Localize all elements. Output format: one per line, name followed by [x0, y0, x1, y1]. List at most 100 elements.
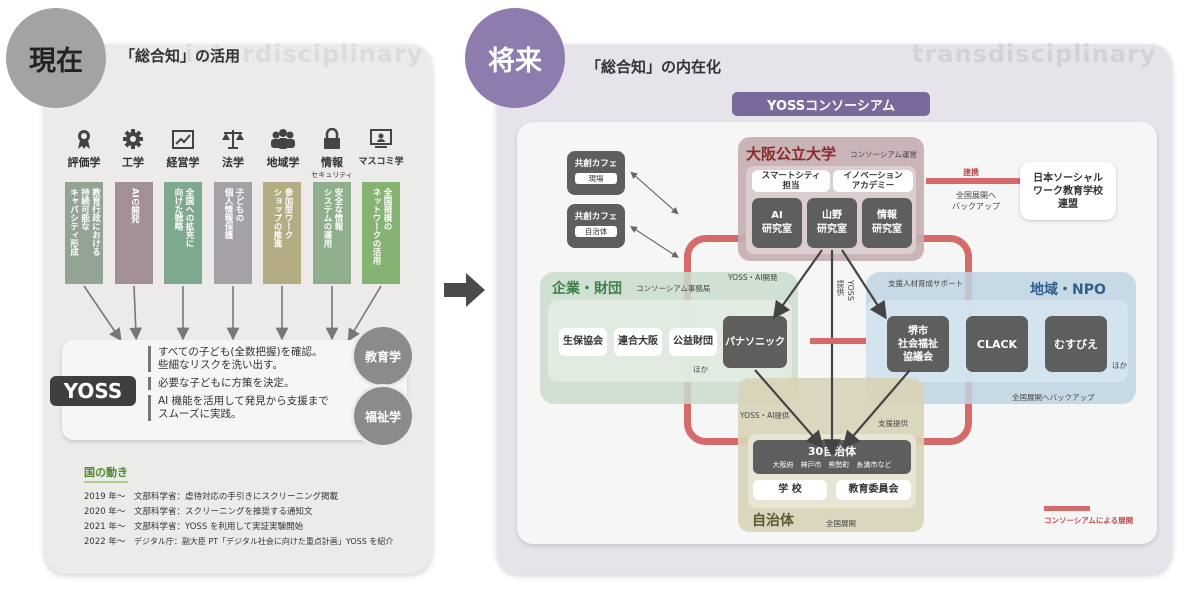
field-engineering: 工学	[108, 128, 158, 170]
transdisciplinary-watermark: transdisciplinary	[912, 40, 1157, 68]
current-title: 「総合知」の活用	[120, 47, 241, 65]
cafe-title: 共創カフェ	[574, 212, 618, 222]
smart-city-tab: スマートシティ 担当	[752, 170, 830, 192]
cafe-tag: 自治体	[575, 226, 617, 237]
column-network: 全国規模の ネットワークの活用	[362, 182, 400, 284]
history-text: 文部科学省：YOSS を利用して実証実験開始	[134, 522, 304, 532]
field-label: マスコミ学	[358, 157, 404, 167]
corp-item-foundation: 公益財団	[669, 328, 717, 356]
municipalities-list: 大阪府 神戸市 熊勢町 糸満市など	[772, 461, 892, 469]
label-yoss-ai-provide: YOSS・AI提供	[740, 411, 790, 420]
municipalities-box: 30自治体 大阪府 神戸市 熊勢町 糸満市など	[753, 440, 911, 474]
history-year: 2021 年〜	[84, 522, 126, 532]
future-badge: 将来	[465, 8, 565, 108]
flow-arrows	[630, 171, 911, 457]
transition-arrow-icon	[444, 273, 485, 307]
interdisciplinary-watermark: interdisciplinary	[185, 40, 424, 68]
field-sublabel: セキュリティ	[311, 171, 353, 179]
corp-item-life-insurance: 生保協会	[559, 328, 607, 356]
region-item-musubie: むすびえ	[1045, 316, 1107, 372]
partner-box: 日本ソーシャル ワーク教育学校 連盟	[1020, 162, 1116, 220]
welfare-circle: 福祉学	[354, 387, 412, 445]
cafe-tag: 現場	[575, 173, 617, 184]
monitor-icon	[370, 129, 392, 148]
field-label: 工学	[122, 156, 144, 169]
history-item: 2019 年〜文部科学省：虐待対応の手引きにスクリーニング掲載	[84, 490, 338, 502]
field-regional: 地域学	[258, 128, 308, 170]
panasonic-box: パナソニック	[723, 316, 787, 368]
column-text: 全国規模の ネットワークの活用	[371, 188, 392, 265]
local-gov-national: 全国展開	[826, 519, 856, 528]
field-label: 地域学	[266, 156, 300, 169]
scales-icon	[222, 130, 244, 149]
link-label: 連携	[963, 168, 979, 177]
chart-icon	[172, 130, 194, 149]
national-trend-title: 国の動き	[84, 464, 128, 483]
corp-etc: ほか	[693, 365, 708, 374]
region-item-clack: CLACK	[966, 316, 1028, 372]
field-law: 法学	[208, 128, 258, 170]
corp-title: 企業・財団	[552, 281, 622, 297]
history-item: 2022 年〜デジタル庁：副大臣 PT「デジタル社会に向けた重点計画」YOSS …	[84, 535, 393, 547]
lab-ai: AI 研究室	[752, 198, 802, 248]
current-badge: 現在	[6, 8, 106, 108]
column-strategy: 全国への拡充に 向けた戦略	[164, 182, 202, 284]
bullet-item: すべての子ども(全数把握)を確認。 些細なリスクを洗い出す。	[148, 346, 363, 372]
cafe-box-field: 共創カフェ 現場	[567, 151, 625, 195]
field-label: 法学	[222, 156, 244, 169]
region-etc: ほか	[1112, 361, 1127, 370]
history-year: 2020 年〜	[84, 507, 126, 517]
corp-subtitle: コンソーシアム事務局	[636, 284, 711, 293]
award-icon	[78, 130, 90, 149]
partner-link-line	[926, 178, 1020, 184]
field-management: 経営学	[158, 128, 208, 170]
column-text: 安全な情報 システムの運用	[322, 188, 343, 248]
label-support-provide: 支援提供	[878, 419, 908, 428]
label-yoss-provide: YOSS 提供	[836, 280, 855, 301]
legend-label: コンソーシアムによる展開	[1044, 516, 1134, 525]
field-label: 情報	[321, 156, 343, 169]
column-workshop: 参加型ワーク ショップの推進	[263, 182, 301, 284]
history-year: 2019 年〜	[84, 492, 126, 502]
field-information: 情報 セキュリティ	[307, 127, 357, 180]
history-text: デジタル庁：副大臣 PT「デジタル社会に向けた重点計画」YOSS を紹介	[134, 537, 394, 546]
local-gov-title: 自治体	[752, 513, 794, 529]
history-year: 2022 年〜	[84, 537, 126, 547]
column-text: 子どもの 個人情報保護	[223, 188, 244, 239]
people-icon	[271, 129, 295, 149]
region-item-sakai-council: 堺市 社会福祉 協議会	[887, 316, 949, 372]
column-text: AIの開発	[129, 188, 140, 224]
column-arrows	[83, 285, 382, 342]
future-title: 「総合知」の内在化	[586, 58, 722, 76]
education-board-box: 教育委員会	[836, 480, 911, 500]
yoss-bullets: すべての子ども(全数把握)を確認。 些細なリスクを洗い出す。 必要な子どもに方策…	[148, 346, 363, 421]
education-circle: 教育学	[354, 327, 412, 385]
history-text: 文部科学省：スクリーニングを推奨する通知文	[134, 507, 313, 517]
lab-information: 情報 研究室	[862, 198, 912, 248]
history-item: 2021 年〜文部科学省：YOSS を利用して実証実験開始	[84, 520, 303, 532]
column-text: 全国への拡充に 向けた戦略	[173, 188, 194, 248]
region-backup-label: 全国展開へバックアップ	[1012, 393, 1095, 402]
lab-yamano: 山野 研究室	[807, 198, 857, 248]
field-media: マスコミ学	[356, 128, 406, 167]
column-privacy: 子どもの 個人情報保護	[214, 182, 252, 284]
label-yoss-ai-dev: YOSS・AI開発	[728, 273, 778, 282]
column-text: 教育行政における 持続可能な キャパシティ形成	[68, 188, 101, 256]
bullet-item: 必要な子どもに方策を決定。	[148, 377, 363, 390]
university-subtitle: コンソーシアム運営	[850, 150, 917, 159]
column-ai-dev: AIの開発	[115, 182, 153, 284]
column-text: 参加型ワーク ショップの推進	[272, 188, 293, 248]
region-title: 地域・NPO	[1030, 282, 1106, 298]
column-security: 安全な情報 システムの運用	[313, 182, 351, 284]
school-box: 学 校	[753, 480, 827, 500]
consortium-label: YOSSコンソーシアム	[732, 92, 930, 116]
field-label: 経営学	[166, 156, 200, 169]
field-label: 評価学	[67, 156, 101, 169]
cafe-title: 共創カフェ	[574, 159, 618, 169]
cafe-box-municipality: 共創カフェ 自治体	[567, 204, 625, 248]
bullet-item: AI 機能を活用して発見から支援まで スムーズに実践。	[148, 395, 363, 421]
history-item: 2020 年〜文部科学省：スクリーニングを推奨する通知文	[84, 505, 313, 517]
innovation-academy-tab: イノベーション アカデミー	[833, 170, 913, 192]
corp-item-rengo-osaka: 連合大阪	[614, 328, 662, 356]
column-capacity: 教育行政における 持続可能な キャパシティ形成	[65, 182, 103, 284]
